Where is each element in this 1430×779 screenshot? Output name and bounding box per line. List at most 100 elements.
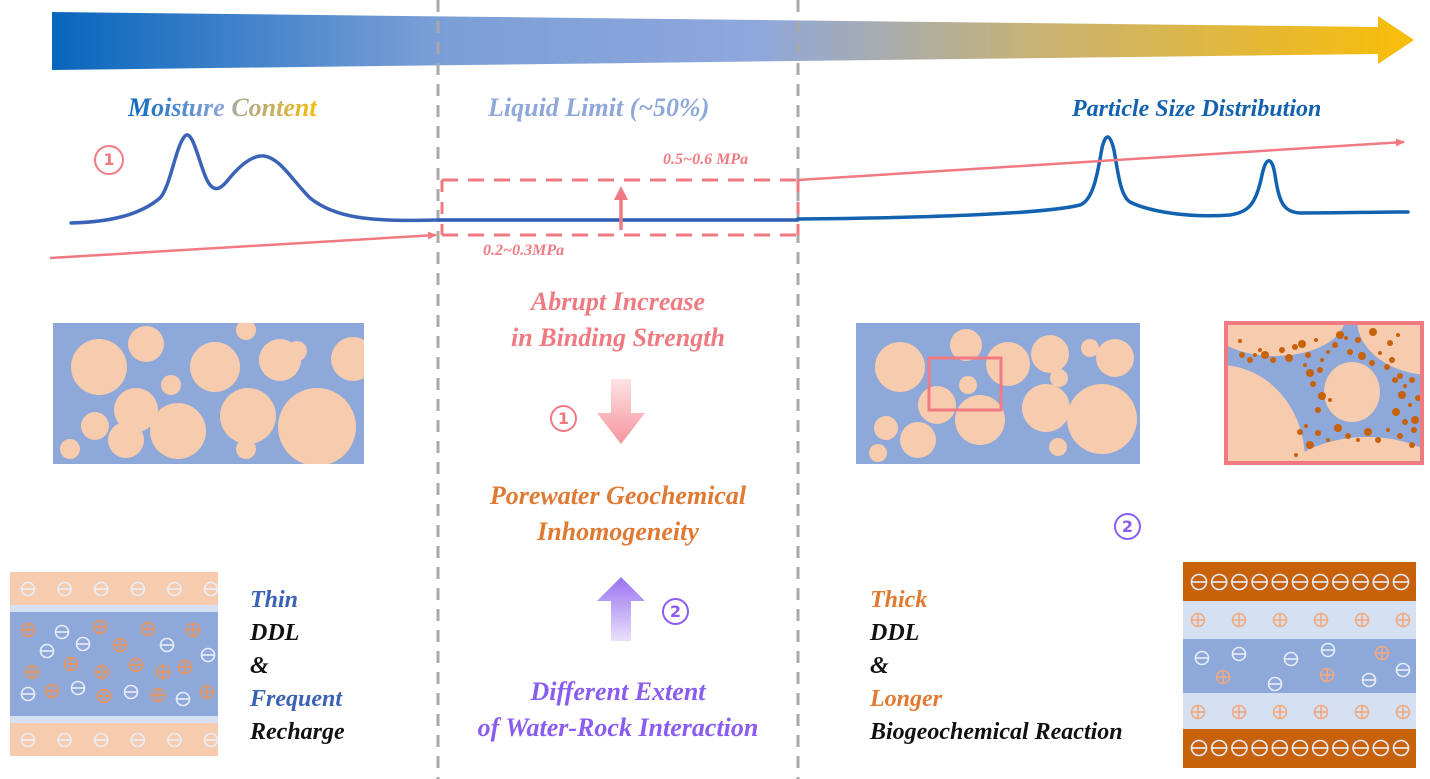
water-rock-text: Different Extent of Water-Rock Interacti… — [438, 674, 798, 746]
fine-particle — [1397, 433, 1403, 439]
soil-grain — [128, 326, 164, 362]
negative-ion-icon — [1231, 646, 1247, 662]
fine-particle — [1298, 340, 1306, 348]
soil-grain — [190, 342, 240, 392]
soil-grain — [869, 444, 887, 462]
fine-particle — [1314, 338, 1318, 342]
moisture-word: Moisture — [128, 93, 225, 122]
soil-grain — [220, 388, 276, 444]
interaction-line-2: of Water-Rock Interaction — [477, 713, 759, 742]
negative-ion-icon — [203, 732, 219, 748]
fine-particle — [1304, 424, 1308, 428]
negative-ion-icon — [70, 680, 86, 696]
negative-ion-icon — [75, 636, 91, 652]
negative-ion-icon — [20, 581, 36, 597]
soil-grain — [150, 403, 206, 459]
positive-ion-icon — [140, 621, 156, 637]
fine-particle — [1238, 339, 1242, 343]
positive-ion-icon — [1231, 612, 1247, 628]
strength-lower-label: 0.2~0.3MPa — [483, 242, 565, 259]
negative-ion-icon — [93, 581, 109, 597]
fine-particle — [1258, 348, 1262, 352]
fine-particle — [1315, 407, 1321, 413]
ddl-word-left: DDL — [250, 620, 300, 646]
strength-increase-arrowhead — [614, 186, 628, 200]
negative-ion-icon — [54, 624, 70, 640]
fine-particle — [1384, 364, 1390, 370]
negative-ion-icon — [130, 581, 146, 597]
soil-grain — [331, 337, 364, 381]
positive-ion-icon — [63, 656, 79, 672]
interaction-line-1: Different Extent — [530, 677, 706, 706]
soil-grain — [986, 342, 1030, 386]
fine-particle — [1402, 419, 1408, 425]
fine-particle — [1409, 442, 1415, 448]
positive-ion-icon — [94, 664, 110, 680]
fine-particle — [1318, 392, 1326, 400]
marker-one-top: 1 — [94, 145, 124, 175]
particle-size-label: Particle Size Distribution — [1072, 96, 1322, 122]
positive-ion-icon — [177, 659, 193, 675]
positive-ion-icon — [1395, 612, 1411, 628]
content-word: Content — [231, 93, 317, 122]
thick-word: Thick — [870, 587, 928, 613]
negative-ion-icon — [1210, 739, 1228, 757]
fine-particle — [1411, 416, 1419, 424]
soil-grain — [236, 323, 256, 340]
positive-ion-icon — [112, 637, 128, 653]
positive-ion-icon — [92, 619, 108, 635]
soil-grain — [1049, 438, 1067, 456]
negative-ion-icon — [1267, 676, 1283, 692]
marker-two-right: 2 — [1114, 513, 1141, 540]
negative-ion-icon — [1283, 651, 1299, 667]
positive-ion-icon — [1319, 667, 1335, 683]
positive-ion-icon — [128, 657, 144, 673]
fine-particle — [1369, 328, 1377, 336]
negative-ion-icon — [1392, 573, 1410, 591]
fine-particle — [1306, 441, 1314, 449]
fine-particle — [1326, 438, 1330, 442]
porewater-line-1: Porewater Geochemical — [489, 481, 747, 510]
negative-ion-icon — [1352, 739, 1369, 757]
soil-grain — [959, 376, 977, 394]
fine-particle — [1239, 352, 1245, 358]
zoomed-pore-view — [1224, 321, 1424, 465]
negative-ion-icon — [130, 732, 146, 748]
positive-ion-icon — [20, 622, 36, 638]
soil-grain — [900, 422, 936, 458]
negative-ion-icon — [200, 647, 216, 663]
strength-trend-arrow-right — [797, 138, 1405, 182]
zoom-selection-box — [927, 356, 1003, 412]
negative-ion-icon — [57, 732, 72, 748]
fine-particle — [1386, 428, 1390, 432]
negative-ion-icon — [167, 581, 182, 597]
thin-ddl-text: Thin DDL & Frequent Recharge — [250, 584, 345, 749]
negative-ion-icon — [203, 581, 219, 597]
binding-strength-text: Abrupt Increase in Binding Strength — [438, 284, 798, 356]
fine-particle — [1411, 427, 1417, 433]
ddl-word-right: DDL — [870, 620, 920, 646]
positive-ion-icon — [199, 684, 215, 700]
positive-ion-icon — [44, 683, 60, 699]
negative-ion-icon — [1395, 662, 1411, 678]
liquid-limit-label: Liquid Limit (~50%) — [488, 93, 710, 122]
positive-ion-icon — [155, 664, 171, 680]
soil-grain — [278, 388, 356, 464]
soil-grain — [875, 342, 925, 392]
fine-particle — [1334, 424, 1342, 432]
soil-grain — [950, 329, 982, 361]
porewater-text: Porewater Geochemical Inhomogeneity — [438, 478, 798, 550]
positive-ion-icon — [24, 664, 40, 680]
positive-ion-icon — [1395, 704, 1411, 720]
fine-particle — [1389, 357, 1395, 363]
fine-particle — [1270, 357, 1276, 363]
fine-particle — [1328, 398, 1332, 402]
fine-particle — [1292, 344, 1298, 350]
binding-line-2: in Binding Strength — [511, 323, 725, 352]
fine-particle — [1415, 395, 1421, 401]
soil-grain — [287, 341, 307, 361]
binding-line-1: Abrupt Increase — [530, 287, 706, 316]
positive-ion-icon — [1190, 704, 1206, 720]
negative-ion-icon — [1311, 573, 1329, 591]
